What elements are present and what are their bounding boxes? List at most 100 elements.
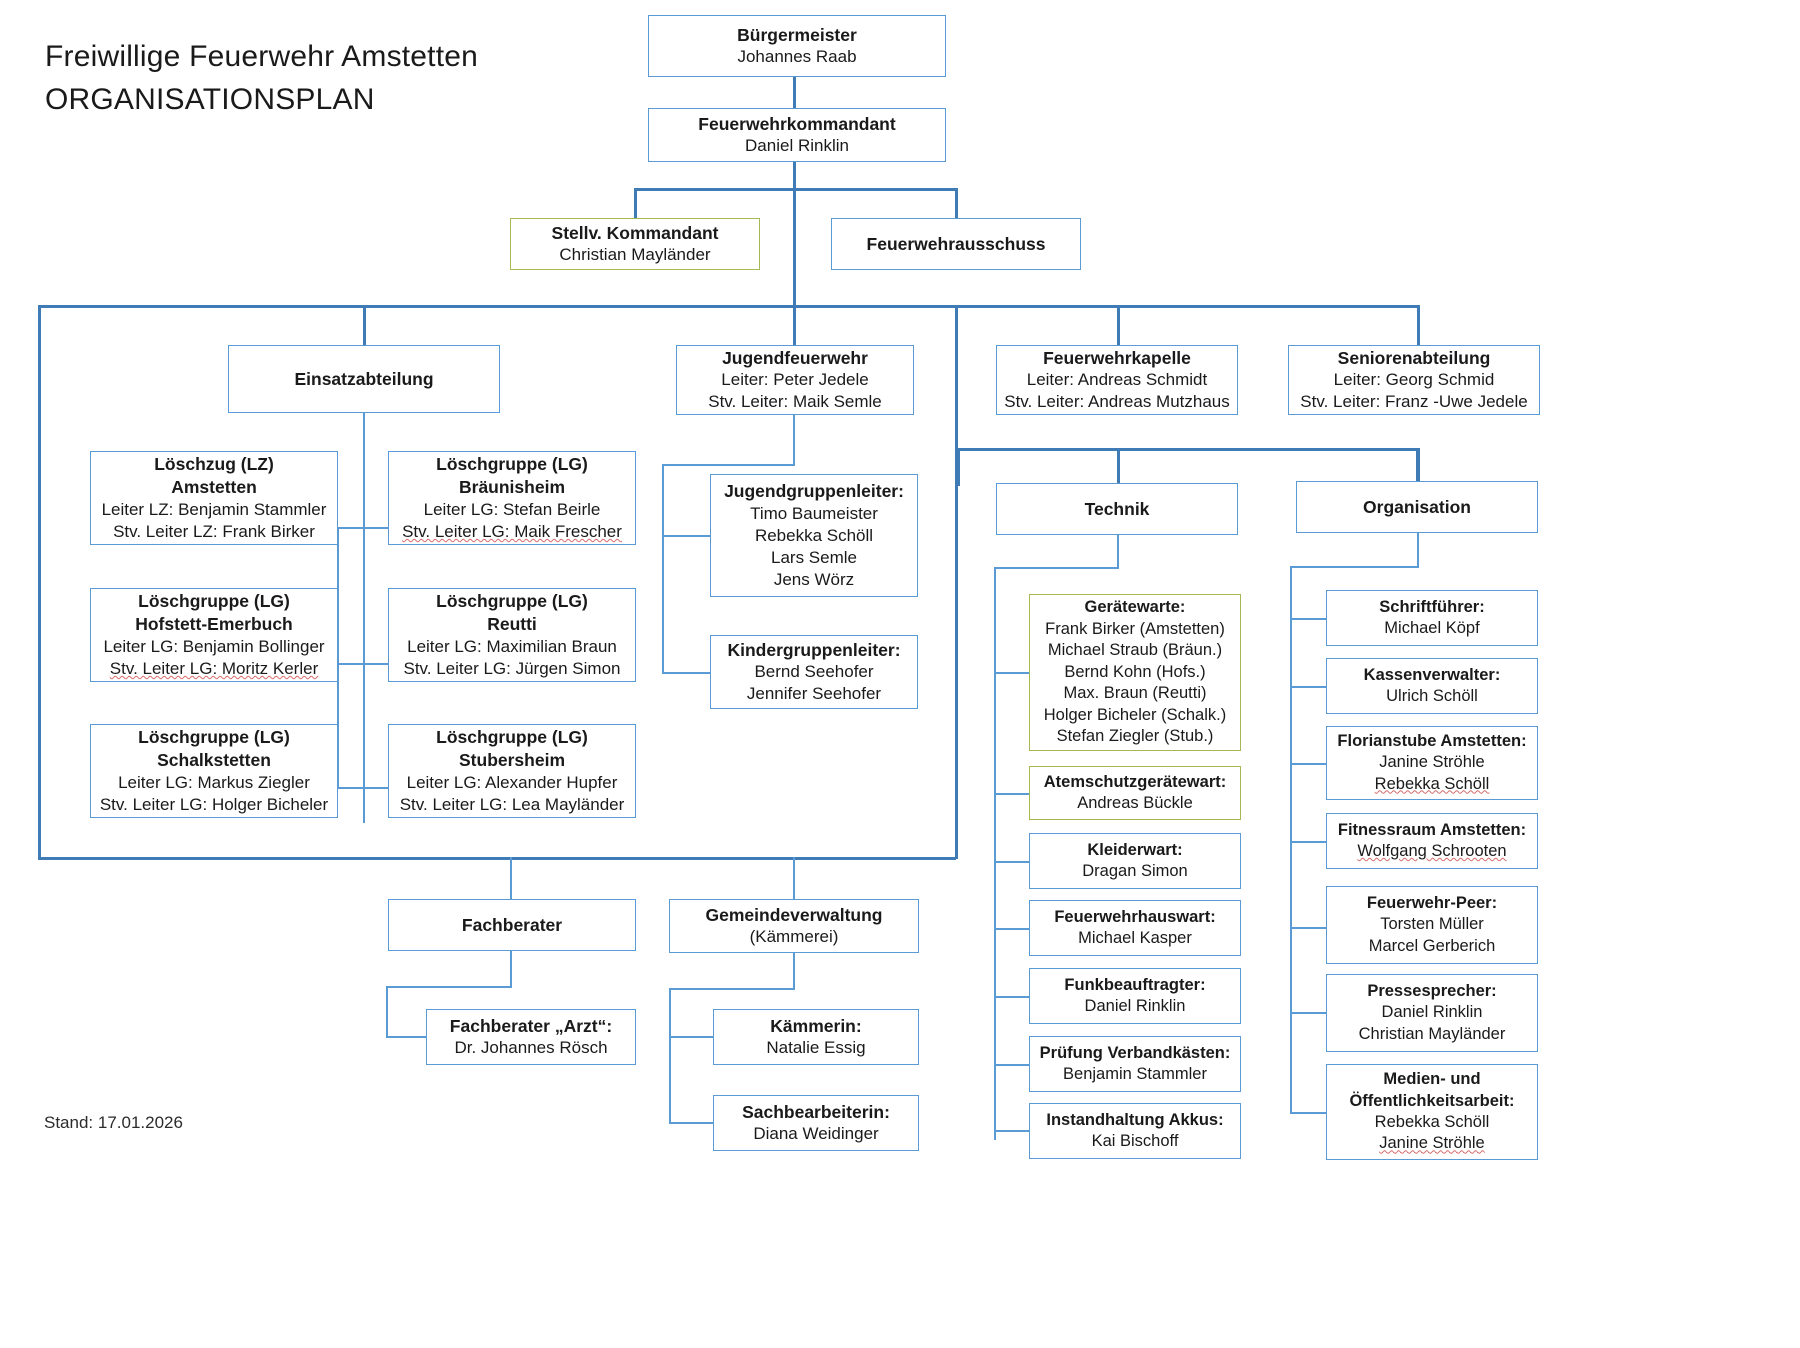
node-kleiderwart[interactable]: Kleiderwart: Dragan Simon	[1029, 833, 1241, 889]
connector-bracket-technik	[1117, 448, 1120, 486]
connector-kommandant-trunk	[793, 160, 796, 305]
connector-akkus	[994, 1130, 1030, 1132]
node-line: Johannes Raab	[737, 47, 857, 67]
node-line: Michael Köpf	[1384, 619, 1480, 637]
node-line: (Kämmerei)	[749, 927, 839, 947]
connector-fachberater-rail	[386, 986, 388, 1036]
connector-main-bus	[38, 305, 1418, 308]
connector-fitnessraum	[1290, 841, 1326, 843]
node-technik[interactable]: Technik	[996, 483, 1238, 535]
node-line: Michael Kasper	[1078, 929, 1192, 947]
node-loeschzug-amstetten[interactable]: Löschzug (LZ) Amstetten Leiter LZ: Benja…	[90, 451, 338, 545]
connector-einsatz-frame-right	[955, 305, 958, 859]
connector-einsatz-frame-bottom	[38, 857, 956, 860]
node-title: Funkbeauftragter:	[1064, 975, 1206, 994]
node-line: Benjamin Stammler	[1063, 1065, 1207, 1083]
connector-gemeinde-spine	[793, 857, 795, 900]
connector-to-ausschuss	[955, 188, 958, 218]
node-line: Rebekka Schöll	[1374, 774, 1490, 793]
node-schriftfuehrer[interactable]: Schriftführer: Michael Köpf	[1326, 590, 1538, 646]
node-feuerwehrausschuss[interactable]: Feuerwehrausschuss	[831, 218, 1081, 270]
node-line: Stv. Leiter LZ: Frank Birker	[113, 521, 315, 541]
node-fachberater[interactable]: Fachberater	[388, 899, 636, 951]
connector-fachberater-spine	[510, 857, 512, 900]
node-loeschgruppe-reutti[interactable]: Löschgruppe (LG) Reutti Leiter LG: Maxim…	[388, 588, 636, 682]
node-feuerwehrkapelle[interactable]: Feuerwehrkapelle Leiter: Andreas Schmidt…	[996, 345, 1238, 415]
node-line: Andreas Bückle	[1077, 794, 1193, 812]
node-funkbeauftragter[interactable]: Funkbeauftragter: Daniel Rinklin	[1029, 968, 1241, 1024]
node-line: Leiter: Peter Jedele	[721, 370, 869, 390]
connector-kindergruppe	[662, 672, 710, 674]
node-seniorenabteilung[interactable]: Seniorenabteilung Leiter: Georg Schmid S…	[1288, 345, 1540, 415]
node-geraetewarte[interactable]: Gerätewarte: Frank Birker (Amstetten) Mi…	[1029, 594, 1241, 751]
node-title: Feuerwehrkapelle	[1043, 347, 1191, 368]
node-fitnessraum-amstetten[interactable]: Fitnessraum Amstetten: Wolfgang Schroote…	[1326, 813, 1538, 869]
node-line: Frank Birker (Amstetten)	[1045, 619, 1225, 638]
node-line: Dragan Simon	[1082, 862, 1188, 880]
connector-fachberater-down	[510, 949, 512, 987]
node-line: Janine Ströhle	[1379, 753, 1485, 772]
connector-hauswart	[994, 928, 1030, 930]
node-line: Janine Ströhle	[1379, 1134, 1485, 1153]
node-atemschutzgeraetewart[interactable]: Atemschutzgerätewart: Andreas Bückle	[1029, 766, 1241, 820]
node-kindergruppenleiter[interactable]: Kindergruppenleiter: Bernd Seehofer Jenn…	[710, 635, 918, 709]
node-pruefung-verbandkaesten[interactable]: Prüfung Verbandkästen: Benjamin Stammler	[1029, 1036, 1241, 1092]
node-jugendgruppenleiter[interactable]: Jugendgruppenleiter: Timo Baumeister Reb…	[710, 474, 918, 597]
connector-technik-org-bracket	[957, 448, 1419, 486]
node-loeschgruppe-braeunisheim[interactable]: Löschgruppe (LG) Bräunisheim Leiter LG: …	[388, 451, 636, 545]
connector-bus-jugend	[793, 305, 796, 345]
node-florianstube-amstetten[interactable]: Florianstube Amstetten: Janine Ströhle R…	[1326, 726, 1538, 800]
page-title-line1: Freiwillige Feuerwehr Amstetten	[45, 40, 479, 73]
node-jugendfeuerwehr[interactable]: Jugendfeuerwehr Leiter: Peter Jedele Stv…	[676, 345, 914, 415]
connector-lg-braeunisheim	[363, 527, 390, 529]
node-feuerwehr-peer[interactable]: Feuerwehr-Peer: Torsten Müller Marcel Ge…	[1326, 886, 1538, 964]
node-title: Gerätewarte:	[1084, 598, 1186, 617]
node-medien-oeffentlichkeitsarbeit[interactable]: Medien- und Öffentlichkeitsarbeit: Rebek…	[1326, 1064, 1538, 1160]
node-line: Timo Baumeister	[750, 503, 878, 523]
node-pressesprecher[interactable]: Pressesprecher: Daniel Rinklin Christian…	[1326, 974, 1538, 1052]
node-einsatzabteilung[interactable]: Einsatzabteilung	[228, 345, 500, 413]
node-loeschgruppe-stubersheim[interactable]: Löschgruppe (LG) Stubersheim Leiter LG: …	[388, 724, 636, 818]
node-line: Daniel Rinklin	[1381, 1003, 1483, 1022]
node-title: Jugendgruppenleiter:	[724, 480, 904, 501]
node-fachberater-arzt[interactable]: Fachberater „Arzt“: Dr. Johannes Rösch	[426, 1009, 636, 1065]
connector-peer	[1290, 927, 1326, 929]
node-buergermeister[interactable]: Bürgermeister Johannes Raab	[648, 15, 946, 77]
node-title-line1: Löschgruppe (LG)	[436, 591, 588, 612]
node-title: Einsatzabteilung	[294, 368, 434, 389]
node-title: Feuerwehr-Peer:	[1366, 893, 1498, 912]
node-line: Stv. Leiter LG: Holger Bicheler	[99, 794, 329, 814]
node-feuerwehrkommandant[interactable]: Feuerwehrkommandant Daniel Rinklin	[648, 108, 946, 162]
node-title: Instandhaltung Akkus:	[1046, 1110, 1224, 1129]
connector-technik-elbow	[994, 567, 1119, 569]
node-line: Leiter LG: Benjamin Bollinger	[103, 636, 325, 656]
node-line: Stv. Leiter LG: Maik Frescher	[402, 521, 622, 541]
connector-jugend-rail	[662, 464, 664, 673]
node-sachbearbeiterin[interactable]: Sachbearbeiterin: Diana Weidinger	[713, 1095, 919, 1151]
node-line: Diana Weidinger	[753, 1124, 879, 1144]
connector-buergermeister-kommandant	[793, 76, 796, 108]
node-stellv-kommandant[interactable]: Stellv. Kommandant Christian Mayländer	[510, 218, 760, 270]
connector-kaemmerin	[669, 1036, 713, 1038]
node-line: Jennifer Seehofer	[746, 684, 882, 704]
node-feuerwehrhauswart[interactable]: Feuerwehrhauswart: Michael Kasper	[1029, 900, 1241, 956]
node-title: Florianstube Amstetten:	[1337, 731, 1527, 750]
node-gemeindeverwaltung[interactable]: Gemeindeverwaltung (Kämmerei)	[669, 899, 919, 953]
node-kaemmerin[interactable]: Kämmerin: Natalie Essig	[713, 1009, 919, 1065]
node-title: Fachberater	[461, 914, 563, 935]
connector-kleiderwart	[994, 861, 1030, 863]
node-line: Jens Wörz	[773, 569, 855, 589]
node-kassenverwalter[interactable]: Kassenverwalter: Ulrich Schöll	[1326, 658, 1538, 714]
node-organisation[interactable]: Organisation	[1296, 481, 1538, 533]
connector-bus-kapelle	[1117, 305, 1120, 345]
node-loeschgruppe-hofstett-emerbuch[interactable]: Löschgruppe (LG) Hofstett-Emerbuch Leite…	[90, 588, 338, 682]
connector-jugendgruppe	[662, 535, 710, 537]
node-title: Organisation	[1363, 496, 1471, 517]
node-loeschgruppe-schalkstetten[interactable]: Löschgruppe (LG) Schalkstetten Leiter LG…	[90, 724, 338, 818]
connector-fachberater-arzt	[386, 1036, 426, 1038]
connector-sachbearbeiterin	[669, 1122, 713, 1124]
node-title-line2: Bräunisheim	[459, 476, 565, 497]
node-title-line1: Löschgruppe (LG)	[436, 727, 588, 748]
connector-kassenverwalter	[1290, 686, 1326, 688]
node-instandhaltung-akkus[interactable]: Instandhaltung Akkus: Kai Bischoff	[1029, 1103, 1241, 1159]
